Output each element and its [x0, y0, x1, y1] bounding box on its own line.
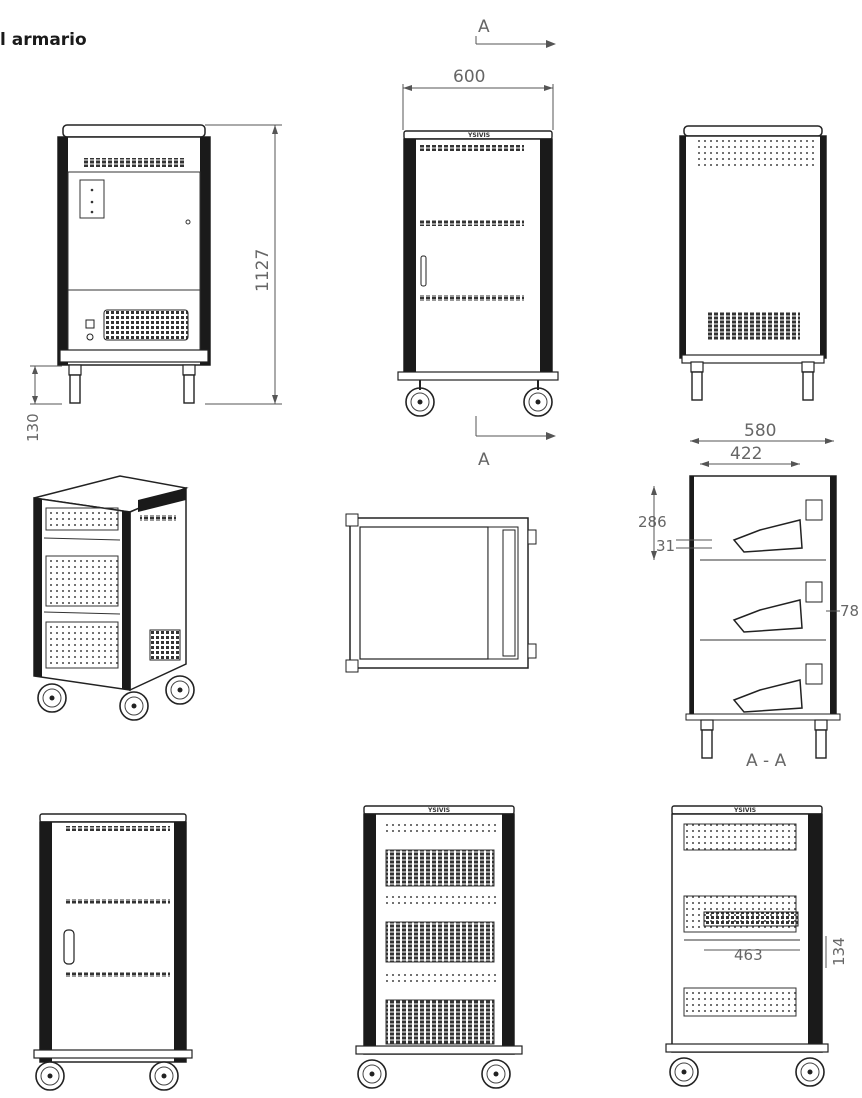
- view-rear-right: [679, 125, 827, 401]
- brand-label-2: YSIVIS: [427, 807, 450, 814]
- view-rear-bottom-right: YSIVIS 463 134: [665, 805, 848, 1087]
- view-open-bottom-center: YSIVIS: [355, 805, 523, 1089]
- view-front-center: A 600 YSIVIS A: [397, 17, 559, 470]
- dim-gap: 31: [656, 537, 675, 555]
- dim-side: 78: [840, 602, 859, 620]
- dim-depth: 580: [744, 421, 776, 441]
- dim-small: 134: [830, 937, 848, 966]
- dim-width-top: 600: [453, 67, 485, 87]
- brand-label-3: YSIVIS: [733, 807, 756, 814]
- view-top: [345, 513, 537, 673]
- cut-label-bottom: A: [478, 450, 490, 470]
- dim-shelf: 286: [638, 513, 667, 531]
- dim-rear: 463: [734, 946, 763, 964]
- brand-label: YSIVIS: [467, 132, 490, 139]
- dim-height: 1127: [253, 249, 273, 292]
- view-section-aa: 580 422 286 31 78 A - A: [638, 421, 859, 771]
- view-door-bottom-left: [33, 813, 193, 1091]
- section-label: A - A: [746, 751, 787, 771]
- view-front-left: 1127 130: [24, 124, 282, 442]
- view-isometric: [33, 475, 195, 721]
- dim-wheel: 130: [24, 413, 42, 442]
- section-title: l armario: [0, 30, 87, 50]
- cut-label-top: A: [478, 17, 490, 37]
- dim-inner: 422: [730, 444, 762, 464]
